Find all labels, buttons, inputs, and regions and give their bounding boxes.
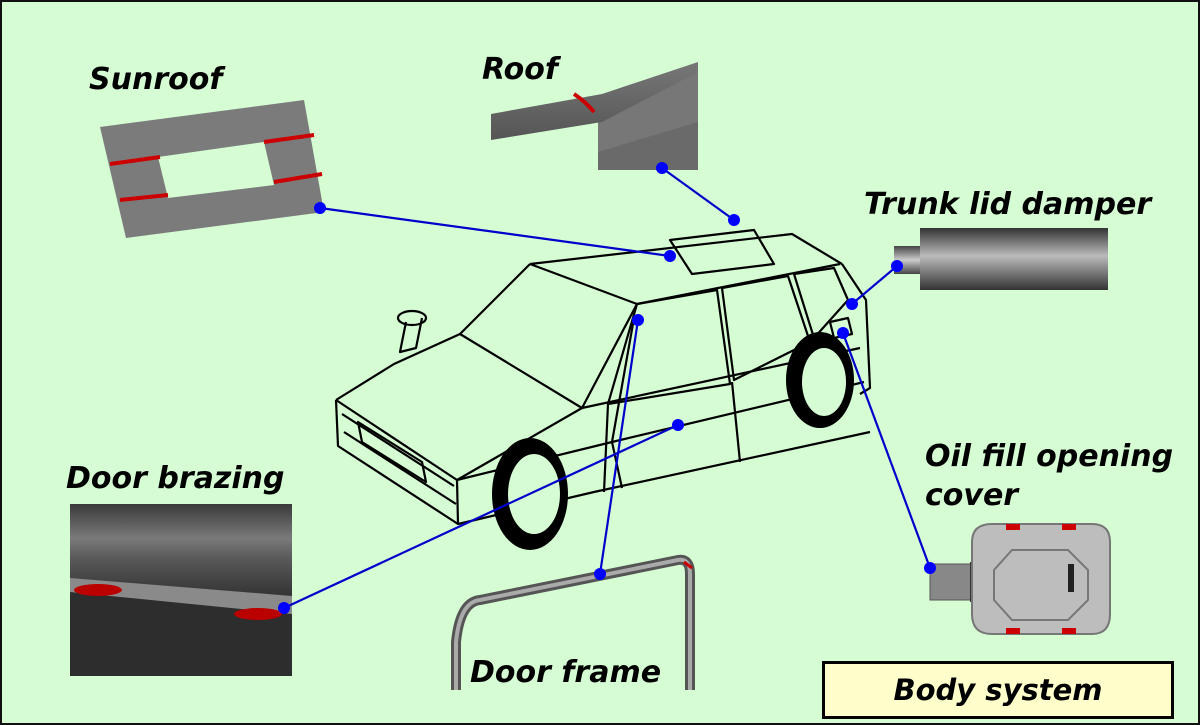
leader-oil-fill-cover	[841, 332, 932, 569]
leader-door-brazing	[283, 424, 679, 609]
label-door-brazing: Door brazing	[66, 461, 285, 496]
label-oil-fill-opening-cover: Oil fill opening cover	[925, 439, 1174, 513]
leader-dots	[278, 162, 936, 614]
label-roof: Roof	[482, 52, 558, 87]
leader-lines	[283, 167, 932, 609]
title-box: Body system	[822, 661, 1174, 719]
leader-trunk-lid-damper	[851, 265, 898, 305]
leader-door-frame	[598, 319, 640, 575]
sunroof-part	[100, 100, 324, 238]
door-frame-part	[451, 554, 695, 690]
diagram-title: Body system	[893, 673, 1103, 707]
oil-fill-cover-part	[929, 523, 1111, 635]
label-sunroof: Sunroof	[89, 62, 223, 97]
leader-roof	[661, 167, 735, 221]
trunk-lid-damper-part	[894, 228, 1108, 290]
leader-sunroof	[319, 206, 671, 258]
car-wheels	[492, 332, 854, 550]
label-door-frame: Door frame	[470, 655, 662, 690]
door-brazing-part	[70, 504, 292, 676]
label-trunk-lid-damper: Trunk lid damper	[864, 187, 1152, 222]
roof-part	[491, 62, 698, 170]
